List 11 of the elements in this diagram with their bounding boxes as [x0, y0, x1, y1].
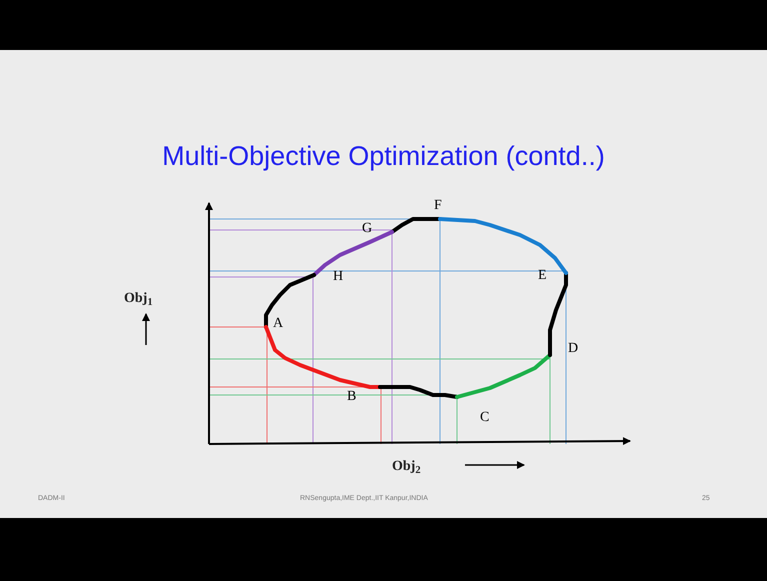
point-label: E: [538, 267, 547, 285]
point-label: H: [333, 268, 344, 286]
point-label: B: [347, 388, 356, 406]
slide-title: Multi-Objective Optimization (contd..): [161, 140, 606, 173]
point-label: C: [480, 409, 490, 427]
point-label: D: [568, 340, 578, 358]
point-label: A: [273, 315, 284, 333]
axis-label: Obj$_{2}$: [392, 458, 421, 477]
axis-label: Obj$_{1}$: [124, 290, 153, 309]
point-label: F: [434, 197, 442, 215]
point-label: G: [362, 220, 372, 238]
